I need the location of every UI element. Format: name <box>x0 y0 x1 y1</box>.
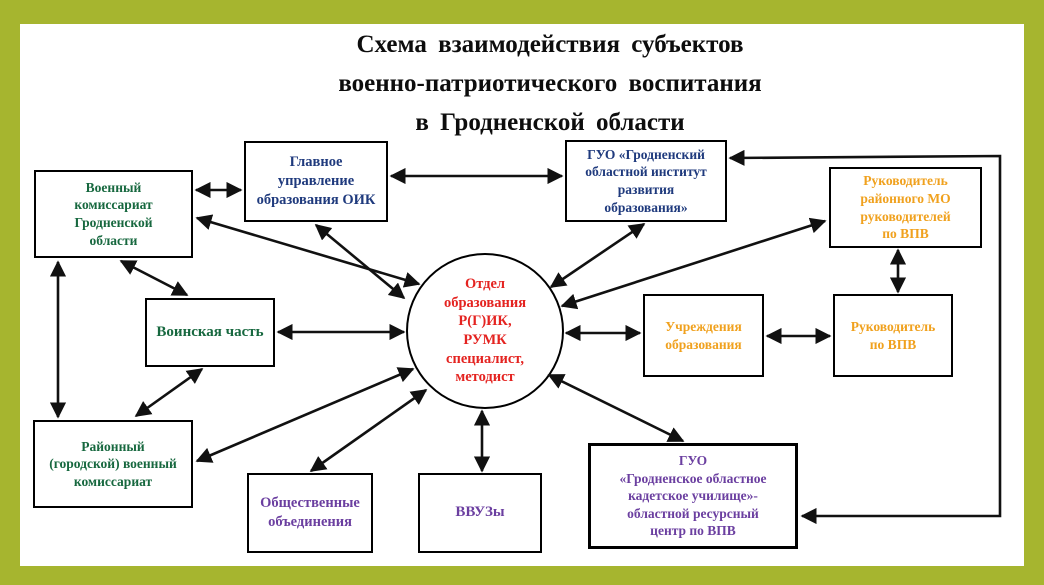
node-vpv-head: Руководитель по ВПВ <box>833 294 953 377</box>
node-main-education-dept: Главное управление образования ОИК <box>244 141 388 222</box>
node-education-department-center: Отдел образования Р(Г)ИК, РУМК специалис… <box>406 253 564 409</box>
node-public-associations: Общественные объединения <box>247 473 373 553</box>
node-education-institutions: Учреждения образования <box>643 294 764 377</box>
node-military-unit: Воинская часть <box>145 298 275 367</box>
node-district-mo-head: Руководитель районного МО руководителей … <box>829 167 982 248</box>
node-institute: ГУО «Гродненский областной институт разв… <box>565 140 727 222</box>
node-military-universities: ВВУЗы <box>418 473 542 553</box>
node-cadet-school: ГУО «Гродненское областное кадетское учи… <box>588 443 798 549</box>
node-district-commissariat: Районный (городской) военный комиссариат <box>33 420 193 508</box>
node-military-commissariat-region: Военный комиссариат Гродненской области <box>34 170 193 258</box>
diagram-title: Схема взаимодействия субъектов военно-па… <box>338 31 762 136</box>
